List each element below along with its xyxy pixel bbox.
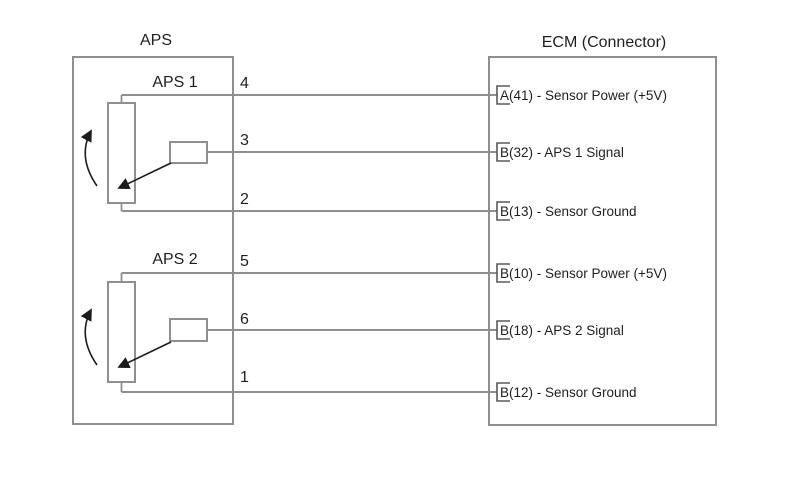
potentiometer-track-icon — [107, 102, 136, 204]
wire-number-label: 6 — [240, 311, 249, 328]
wiper-arrow-icon — [117, 341, 172, 368]
pin-label-b18: B(18) - APS 2 Signal — [500, 323, 624, 338]
wiper-contact-box — [169, 318, 208, 342]
sensor-aps1-label: APS 1 — [152, 74, 197, 91]
ecm-box-title: ECM (Connector) — [542, 34, 666, 51]
wire-number-label: 5 — [240, 253, 249, 270]
pin-label-b32: B(32) - APS 1 Signal — [500, 145, 624, 160]
wiper-contact-box — [169, 141, 208, 164]
sensor-aps1-group: APS 1 — [80, 74, 208, 211]
sensor-aps2-label: APS 2 — [152, 251, 197, 268]
pin-label-b10: B(10) - Sensor Power (+5V) — [500, 266, 667, 281]
pin-label-b12: B(12) - Sensor Ground — [500, 385, 637, 400]
pin-bracket-icon — [496, 382, 510, 402]
sensor-aps2-group: APS 2 — [80, 251, 208, 392]
pin-label-a41: A(41) - Sensor Power (+5V) — [500, 88, 667, 103]
ecm-pin-rows: A(41) - Sensor Power (+5V) B(32) - APS 1… — [496, 85, 667, 402]
aps-box — [72, 56, 234, 425]
wire-number-label: 4 — [240, 75, 249, 92]
pin-bracket-icon — [496, 201, 510, 221]
pin-bracket-icon — [496, 85, 510, 105]
pin-bracket-icon — [496, 320, 510, 340]
rotation-arrow-icon — [80, 129, 98, 187]
ecm-box — [488, 56, 717, 426]
wire-number-label: 1 — [240, 369, 249, 386]
wire-number-label: 3 — [240, 132, 249, 149]
potentiometer-track-icon — [107, 281, 136, 383]
rotation-arrow-icon — [80, 308, 98, 366]
wire-number-label: 2 — [240, 191, 249, 208]
pin-bracket-icon — [496, 142, 510, 162]
pin-label-b13: B(13) - Sensor Ground — [500, 204, 637, 219]
aps-box-title: APS — [140, 32, 172, 49]
pin-bracket-icon — [496, 263, 510, 283]
wiper-arrow-icon — [117, 162, 172, 189]
